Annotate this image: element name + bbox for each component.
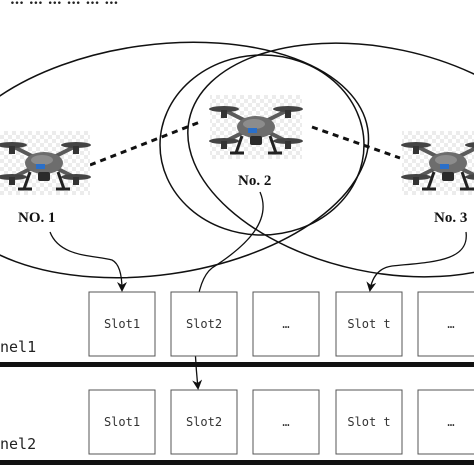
drone-icon-no3 <box>399 129 474 197</box>
slot-label: Slot1 <box>104 415 140 429</box>
slot-label: Slot2 <box>186 415 222 429</box>
link-no2-no3 <box>311 125 401 160</box>
drone-icon-no2 <box>207 93 305 161</box>
slot-label: … <box>282 415 289 429</box>
arrow-no3-to-slot-t <box>366 231 467 292</box>
slot-box: … <box>417 389 474 455</box>
slot-box: … <box>252 291 320 357</box>
slot-label: … <box>447 317 454 331</box>
channel-2: nel2 Slot1 Slot2 … Slot t … <box>0 389 474 465</box>
slot-box: … <box>252 389 320 455</box>
slot-box: Slot t <box>335 389 403 455</box>
title-fragment: … … … … … … <box>10 0 118 8</box>
channel-divider <box>0 460 474 465</box>
channel-1: nel1 Slot1 Slot2 … Slot t … <box>0 291 474 367</box>
channel-divider <box>0 362 474 367</box>
slot-label: Slot1 <box>104 317 140 331</box>
slot-box: Slot2 <box>170 291 238 357</box>
slot-label: Slot t <box>347 415 390 429</box>
channel-label: nel1 <box>0 338 36 356</box>
slot-box: Slot1 <box>88 291 156 357</box>
coverage-ellipse-right <box>187 42 474 278</box>
slot-box: … <box>417 291 474 357</box>
link-no1-no2 <box>89 120 201 167</box>
arrow-no2-to-channel2-slot2 <box>192 191 264 390</box>
slot-label: … <box>282 317 289 331</box>
slot-label: Slot t <box>347 317 390 331</box>
arrow-no1-to-slot1 <box>49 231 127 292</box>
slot-label: Slot2 <box>186 317 222 331</box>
slot-label: … <box>447 415 454 429</box>
coverage-ellipse-left <box>0 41 370 279</box>
node-label-no1: NO. 1 <box>18 210 56 226</box>
slot-box: Slot2 <box>170 389 238 455</box>
slot-box: Slot t <box>335 291 403 357</box>
node-label-no3: No. 3 <box>434 210 467 226</box>
channel-label: nel2 <box>0 435 36 453</box>
drone-icon-no1 <box>0 129 93 197</box>
node-label-no2: No. 2 <box>238 173 271 189</box>
slot-box: Slot1 <box>88 389 156 455</box>
